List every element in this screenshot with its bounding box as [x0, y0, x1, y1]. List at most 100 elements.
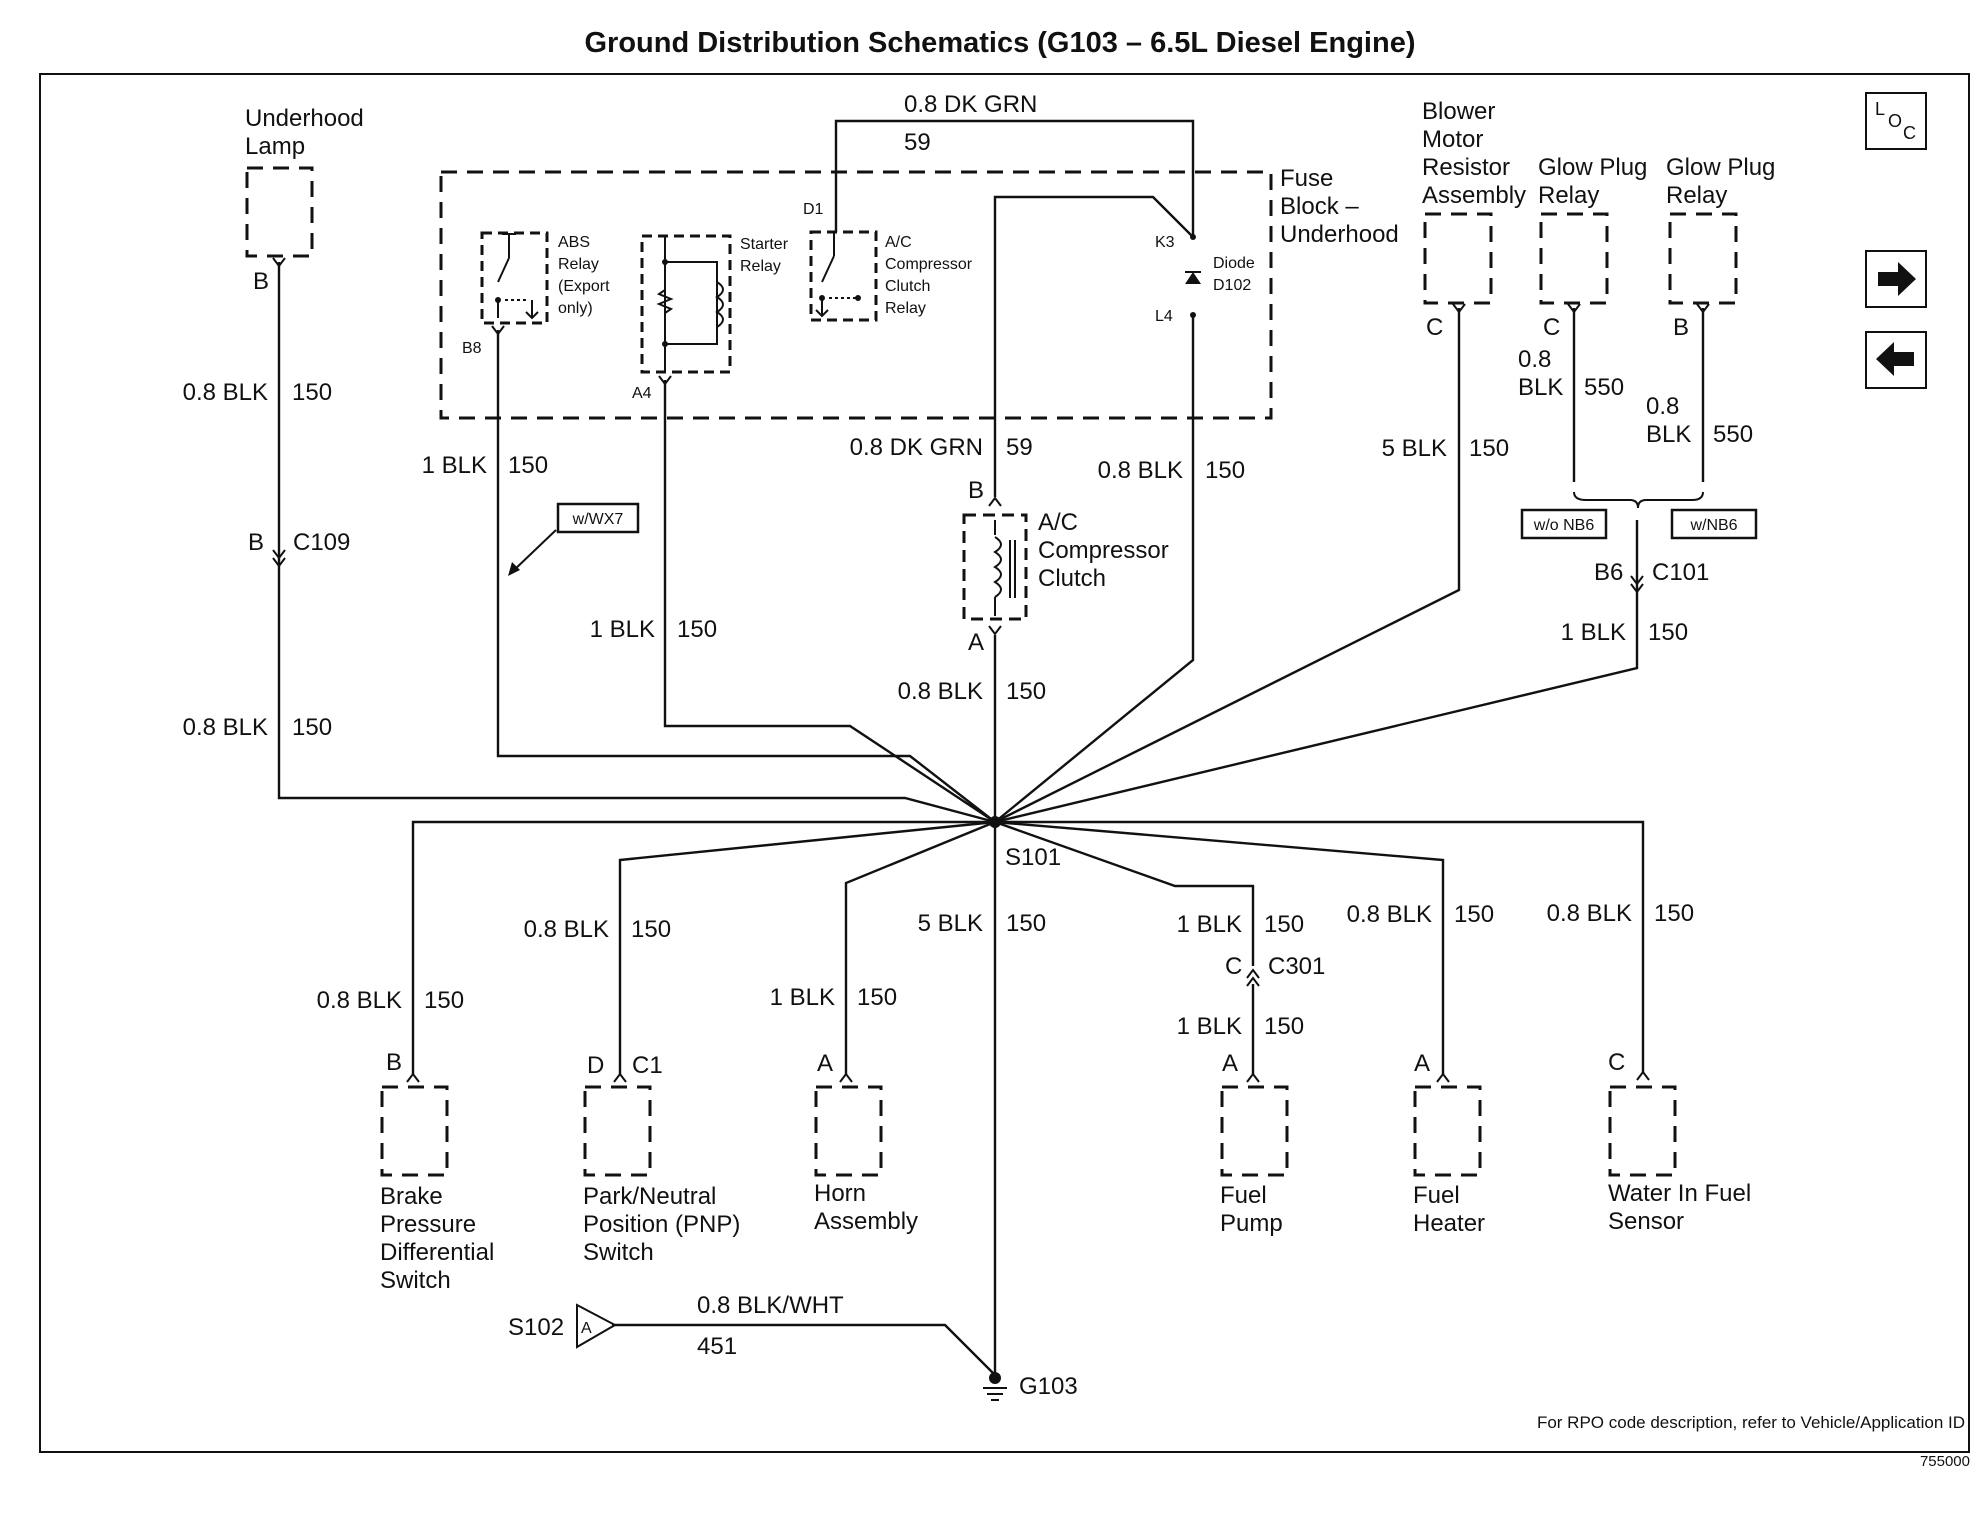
- svg-text:150: 150: [424, 987, 464, 1014]
- svg-text:Glow Plug: Glow Plug: [1666, 154, 1775, 181]
- svg-text:w/WX7: w/WX7: [572, 511, 624, 528]
- abs-relay: ABS Relay (Export only): [480, 231, 610, 325]
- svg-text:150: 150: [631, 916, 671, 943]
- wire-s101-to-horn: [844, 820, 996, 1074]
- svg-text:150: 150: [1006, 678, 1046, 705]
- glow-plug-relay-1: Glow Plug Relay: [1538, 154, 1647, 305]
- svg-text:Starter: Starter: [740, 236, 789, 253]
- connector-c1: C1: [632, 1052, 663, 1079]
- pin-c101-b6: B6: [1594, 559, 1623, 586]
- svg-text:Water In Fuel: Water In Fuel: [1608, 1180, 1751, 1207]
- option-wx7: w/WX7: [508, 502, 640, 576]
- pin-clutch-b: B: [968, 477, 984, 504]
- svg-text:w/NB6: w/NB6: [1689, 517, 1737, 534]
- loc-button[interactable]: L O C: [1865, 92, 1927, 150]
- wire-label-brake: 0.8 BLK 150: [317, 987, 464, 1014]
- wire-s101-to-sensor: [995, 820, 1645, 1072]
- svg-text:150: 150: [1454, 901, 1494, 928]
- svg-text:0.8 DK GRN: 0.8 DK GRN: [904, 91, 1037, 118]
- wire-top-dk-grn: [834, 119, 1195, 237]
- pin-c301-c: C: [1225, 953, 1242, 980]
- svg-text:59: 59: [904, 129, 931, 156]
- svg-text:5 BLK: 5 BLK: [1382, 435, 1447, 462]
- diagram-title: Ground Distribution Schematics (G103 – 6…: [584, 27, 1415, 59]
- ac-compressor-clutch-relay: A/C Compressor Clutch Relay: [809, 230, 973, 322]
- svg-text:0.8 BLK/WHT: 0.8 BLK/WHT: [697, 1292, 844, 1319]
- svg-text:0.8 BLK: 0.8 BLK: [183, 714, 268, 741]
- svg-text:1 BLK: 1 BLK: [1561, 619, 1626, 646]
- svg-text:Compressor: Compressor: [885, 256, 973, 273]
- svg-text:0.8 BLK: 0.8 BLK: [1547, 900, 1632, 927]
- svg-text:Underhood: Underhood: [245, 105, 364, 132]
- figure-id: 755000: [1920, 1453, 1970, 1470]
- pin-ac-relay-d1: D1: [803, 201, 824, 218]
- svg-text:Clutch: Clutch: [1038, 565, 1106, 592]
- loc-icon: L: [1875, 99, 1885, 119]
- fuse-block-label: Fuse Block – Underhood: [1280, 165, 1399, 248]
- wire-label-c101-out: 1 BLK 150: [1561, 619, 1688, 646]
- svg-text:Glow Plug: Glow Plug: [1538, 154, 1647, 181]
- s102-splice-icon: [576, 1303, 618, 1349]
- wire-abs-to-s101: [496, 330, 996, 823]
- wire-s101-to-brake: [411, 820, 995, 1074]
- wire-s102-to-g103: [612, 1323, 996, 1376]
- wire-label-horn: 1 BLK 150: [770, 984, 897, 1011]
- svg-text:150: 150: [508, 452, 548, 479]
- wire-s101-to-c301: [994, 820, 1255, 966]
- prev-page-button[interactable]: [1865, 331, 1927, 389]
- pin-lamp-b: B: [253, 268, 269, 295]
- pin-fuse-k3: K3: [1155, 234, 1175, 251]
- svg-text:150: 150: [1654, 900, 1694, 927]
- svg-text:Park/Neutral: Park/Neutral: [583, 1183, 716, 1210]
- svg-text:Blower: Blower: [1422, 98, 1495, 125]
- svg-text:150: 150: [1648, 619, 1688, 646]
- wire-label-sensor: 0.8 BLK 150: [1547, 900, 1694, 927]
- wire-label-blower: 5 BLK 150: [1382, 435, 1509, 462]
- wire-label-pump-lower: 1 BLK 150: [1177, 1013, 1304, 1040]
- svg-text:Fuse: Fuse: [1280, 165, 1333, 192]
- svg-text:O: O: [1888, 111, 1902, 131]
- g103-label: G103: [1019, 1373, 1078, 1400]
- svg-text:Relay: Relay: [558, 256, 599, 273]
- underhood-lamp: Underhood Lamp: [245, 105, 364, 258]
- wire-label-pump-upper: 1 BLK 150: [1177, 911, 1304, 938]
- horn-assembly: Horn Assembly: [814, 1085, 918, 1235]
- svg-text:Underhood: Underhood: [1280, 221, 1399, 248]
- connector-c109: C109: [293, 529, 350, 556]
- s102-label: S102: [508, 1314, 564, 1341]
- svg-text:Motor: Motor: [1422, 126, 1483, 153]
- s101-label: S101: [1005, 844, 1061, 871]
- svg-text:Pressure: Pressure: [380, 1211, 476, 1238]
- svg-text:BLK: BLK: [1646, 421, 1691, 448]
- glow-plug-relay-2: Glow Plug Relay: [1666, 154, 1775, 305]
- brake-pressure-differential-switch: Brake Pressure Differential Switch: [380, 1085, 494, 1294]
- svg-text:451: 451: [697, 1333, 737, 1360]
- svg-text:Sensor: Sensor: [1608, 1208, 1684, 1235]
- option-wo-nb6: w/o NB6: [1520, 508, 1608, 540]
- svg-text:1 BLK: 1 BLK: [770, 984, 835, 1011]
- pin-pump-a: A: [1222, 1050, 1238, 1077]
- pin-brake-b: B: [386, 1049, 402, 1076]
- svg-text:A/C: A/C: [1038, 509, 1078, 536]
- wire-label-lamp-upper: 0.8 BLK 150: [183, 379, 332, 406]
- next-page-button[interactable]: [1865, 250, 1927, 308]
- pin-glow2-b: B: [1673, 314, 1689, 341]
- fuel-heater: Fuel Heater: [1413, 1085, 1485, 1237]
- svg-text:ABS: ABS: [558, 234, 590, 251]
- svg-text:Switch: Switch: [380, 1267, 451, 1294]
- svg-text:Fuel: Fuel: [1220, 1182, 1267, 1209]
- svg-text:1 BLK: 1 BLK: [1177, 1013, 1242, 1040]
- left-arrow-icon: [1876, 342, 1914, 376]
- wire-starter-to-s101: [663, 380, 996, 824]
- svg-text:w/o NB6: w/o NB6: [1533, 517, 1595, 534]
- pin-horn-a: A: [817, 1050, 833, 1077]
- wire-label-lamp-lower: 0.8 BLK 150: [183, 714, 332, 741]
- svg-text:Relay: Relay: [1538, 182, 1599, 209]
- svg-text:150: 150: [857, 984, 897, 1011]
- svg-text:0.8: 0.8: [1646, 393, 1679, 420]
- wire-label-main: 5 BLK 150: [918, 910, 1046, 937]
- diagram-frame: [39, 73, 1970, 1453]
- pin-glow1-c: C: [1543, 314, 1560, 341]
- wire-lamp-to-s101: [277, 262, 996, 824]
